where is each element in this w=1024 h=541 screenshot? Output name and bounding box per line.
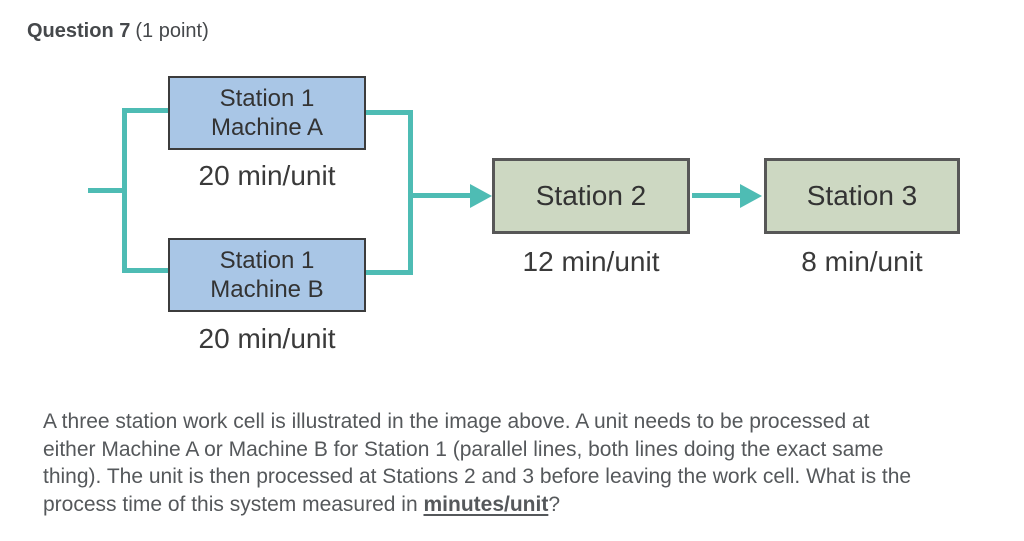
machine-b-rate-label: 20 min/unit	[198, 323, 336, 354]
question-text-line1: A three station work cell is illustrated…	[43, 410, 870, 433]
question-header: Question 7(1 point)	[27, 20, 209, 43]
connector-entry-line	[88, 188, 127, 193]
connector-from-machine-a	[364, 110, 412, 115]
connector-merge-vertical	[408, 110, 413, 275]
question-title: Question 7	[27, 20, 131, 42]
station1-machine-b-box: Station 1 Machine B	[168, 238, 366, 312]
question-points: (1 point)	[135, 20, 209, 42]
station2-box: Station 2	[492, 158, 690, 234]
connector-to-machine-a	[126, 108, 168, 113]
question-text-line3: thing). The unit is then processed at St…	[43, 465, 912, 488]
connector-from-machine-b	[364, 270, 412, 275]
connector-to-machine-b	[126, 268, 168, 273]
arrow-to-station3-shaft	[692, 193, 742, 198]
question-text-line4-prefix: process time of this system measured in	[43, 492, 424, 516]
station3-label: Station 3	[806, 180, 918, 211]
station1-machine-b-line2: Machine B	[210, 276, 324, 303]
station1-machine-a-line1: Station 1	[219, 85, 315, 112]
question-text-line4: process time of this system measured in …	[43, 491, 911, 519]
station1-machine-b-line1: Station 1	[219, 247, 315, 274]
arrowhead-icon	[470, 184, 492, 208]
station2-rate-label: 12 min/unit	[522, 246, 660, 277]
station3-box: Station 3	[764, 158, 960, 234]
arrowhead-icon	[740, 184, 762, 208]
connector-split-vertical	[122, 108, 127, 273]
station1-machine-a-line2: Machine A	[210, 114, 324, 141]
question-emphasis: minutes/unit	[423, 492, 549, 516]
question-text-suffix: ?	[548, 492, 561, 516]
station1-machine-a-box: Station 1 Machine A	[168, 76, 366, 150]
question-text: A three station work cell is illustrated…	[43, 408, 911, 518]
station2-label: Station 2	[535, 180, 647, 211]
arrow-to-station2-shaft	[412, 193, 472, 198]
station3-rate-label: 8 min/unit	[801, 246, 923, 277]
question-text-line2: either Machine A or Machine B for Statio…	[43, 437, 884, 461]
machine-a-rate-label: 20 min/unit	[198, 160, 336, 191]
